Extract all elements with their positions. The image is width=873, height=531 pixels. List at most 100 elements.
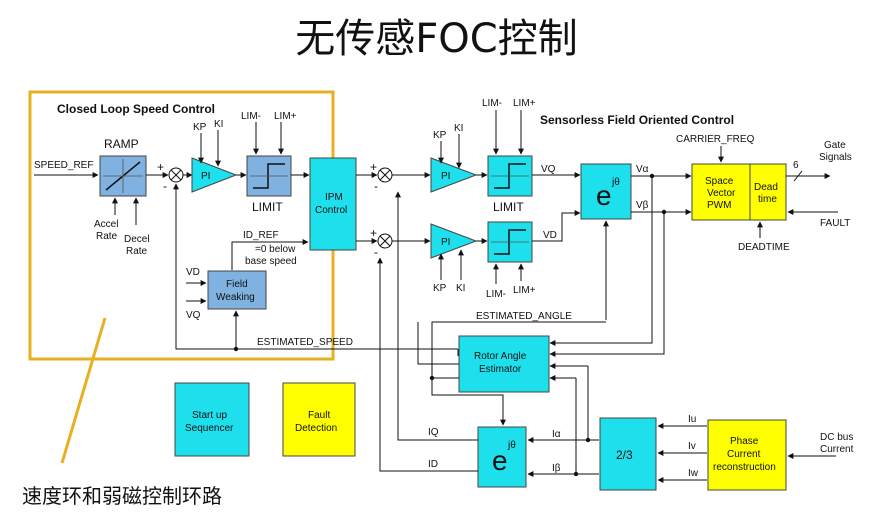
speed-limit-label: LIMIT [252,200,283,214]
caption: 速度环和弱磁控制环路 [22,484,222,508]
speed-section-header: Closed Loop Speed Control [57,102,215,116]
ipm-control-block [309,157,357,251]
speed-lim-plus-label: LIM+ [274,111,297,122]
ipm-control-line1: IPM [325,192,343,203]
d-kp-label: KP [433,283,447,294]
speed-limit-block [246,155,292,197]
foc-section-header: Sensorless Field Oriented Control [540,113,734,127]
decel-rate-line1: Decel [124,234,150,245]
speed-ref-label: SPEED_REF [34,160,93,171]
d-summing-junction [377,233,393,249]
dc-bus-line2: Current [820,444,854,455]
d-ki-label: KI [456,283,465,294]
svg-text:-: - [374,179,378,193]
svpwm-line1: Space [705,176,734,187]
park-transform-block [477,426,527,488]
svg-text:+: + [370,160,377,174]
q-limit-block [487,155,533,197]
gate-signals-line2: Signals [819,152,852,163]
speed-kp-label: KP [193,122,207,133]
rotor-angle-line1: Rotor Angle [474,351,527,362]
ramp-block [99,155,147,197]
q-kp-label: KP [433,130,447,141]
speed-ki-label: KI [214,119,223,130]
phase-current-block [707,419,787,491]
field-weaking-block [207,270,267,310]
svg-text:-: - [374,245,378,259]
d-lim-minus-label: LIM- [486,289,506,300]
dead-time-block [749,163,787,221]
deadtime-label: DEADTIME [738,242,790,253]
q-lim-plus-label: LIM+ [513,98,536,109]
clarke-transform-block [599,417,657,491]
q-lim-minus-label: LIM- [482,98,502,109]
q-pi-label: PI [441,171,450,182]
carrier-freq-label: CARRIER_FREQ [676,134,755,145]
two-three-label: 2/3 [616,448,633,462]
q-ki-label: KI [454,123,463,134]
d-limit-block [487,221,533,263]
park-e: e [492,445,508,476]
id-ref-note-line1: =0 below [255,244,296,255]
svg-text:+: + [370,226,377,240]
iq-label: IQ [428,427,439,438]
iw-label: Iw [688,468,699,479]
field-weaking-line2: Weaking [216,292,255,303]
speed-summing-junction [168,167,184,183]
iv-label: Iv [688,441,696,452]
i-alpha-label: Iα [552,429,561,440]
highlight-pointer-line [60,317,107,464]
phase-current-line1: Phase [730,436,759,447]
gate-count-label: 6 [793,160,799,171]
q-summing-junction [377,167,393,183]
startup-sequencer-block [174,382,250,457]
svpwm-line3: PWM [707,200,731,211]
inv-park-e: e [596,180,612,211]
q-pi-block [430,157,478,193]
d-pi-label: PI [441,237,450,248]
estimated-speed-label: ESTIMATED_SPEED [257,337,353,348]
ipm-control-line2: Control [315,205,347,216]
d-pi-block [430,223,478,259]
vq-label: VQ [541,164,556,175]
svpwm-line2: Vector [707,188,736,199]
decel-rate-line2: Rate [126,246,148,257]
page-title: 无传感FOC控制 [295,16,578,62]
inverse-park-block [580,163,632,220]
svg-text:+: + [157,160,164,174]
field-weaking-line1: Field [226,279,248,290]
speed-pi-block [191,157,238,193]
speed-loop-highlight-box [28,90,335,361]
q-limit-label: LIMIT [493,200,524,214]
i-beta-label: Iβ [552,463,561,474]
fault-detection-line2: Detection [295,423,337,434]
dead-time-line1: Dead [754,182,778,193]
fw-vq-label: VQ [186,310,201,321]
rotor-angle-line2: Estimator [479,364,522,375]
d-lim-plus-label: LIM+ [513,285,536,296]
id-label: ID [428,459,438,470]
accel-rate-line2: Rate [96,231,118,242]
rotor-angle-estimator-block [458,335,550,393]
id-ref-note-line2: base speed [245,256,297,267]
id-ref-label: ID_REF [243,230,279,241]
svg-text:-: - [163,179,167,193]
v-alpha-label: Vα [636,164,649,175]
fault-detection-line1: Fault [308,410,330,421]
estimated-angle-label: ESTIMATED_ANGLE [476,311,572,322]
vd-label: VD [543,230,557,241]
gate-signals-line1: Gate [824,140,846,151]
startup-line1: Start up [192,410,227,421]
dead-time-line2: time [758,194,777,205]
accel-rate-line1: Accel [94,219,118,230]
inv-park-jtheta: jθ [611,177,620,188]
iu-label: Iu [688,414,696,425]
phase-current-line3: reconstruction [713,462,776,473]
phase-current-line2: Current [727,449,761,460]
park-jtheta: jθ [507,440,516,451]
speed-pi-label: PI [201,171,210,182]
v-beta-label: Vβ [636,200,649,211]
ramp-label: RAMP [104,137,139,151]
startup-line2: Sequencer [185,423,234,434]
